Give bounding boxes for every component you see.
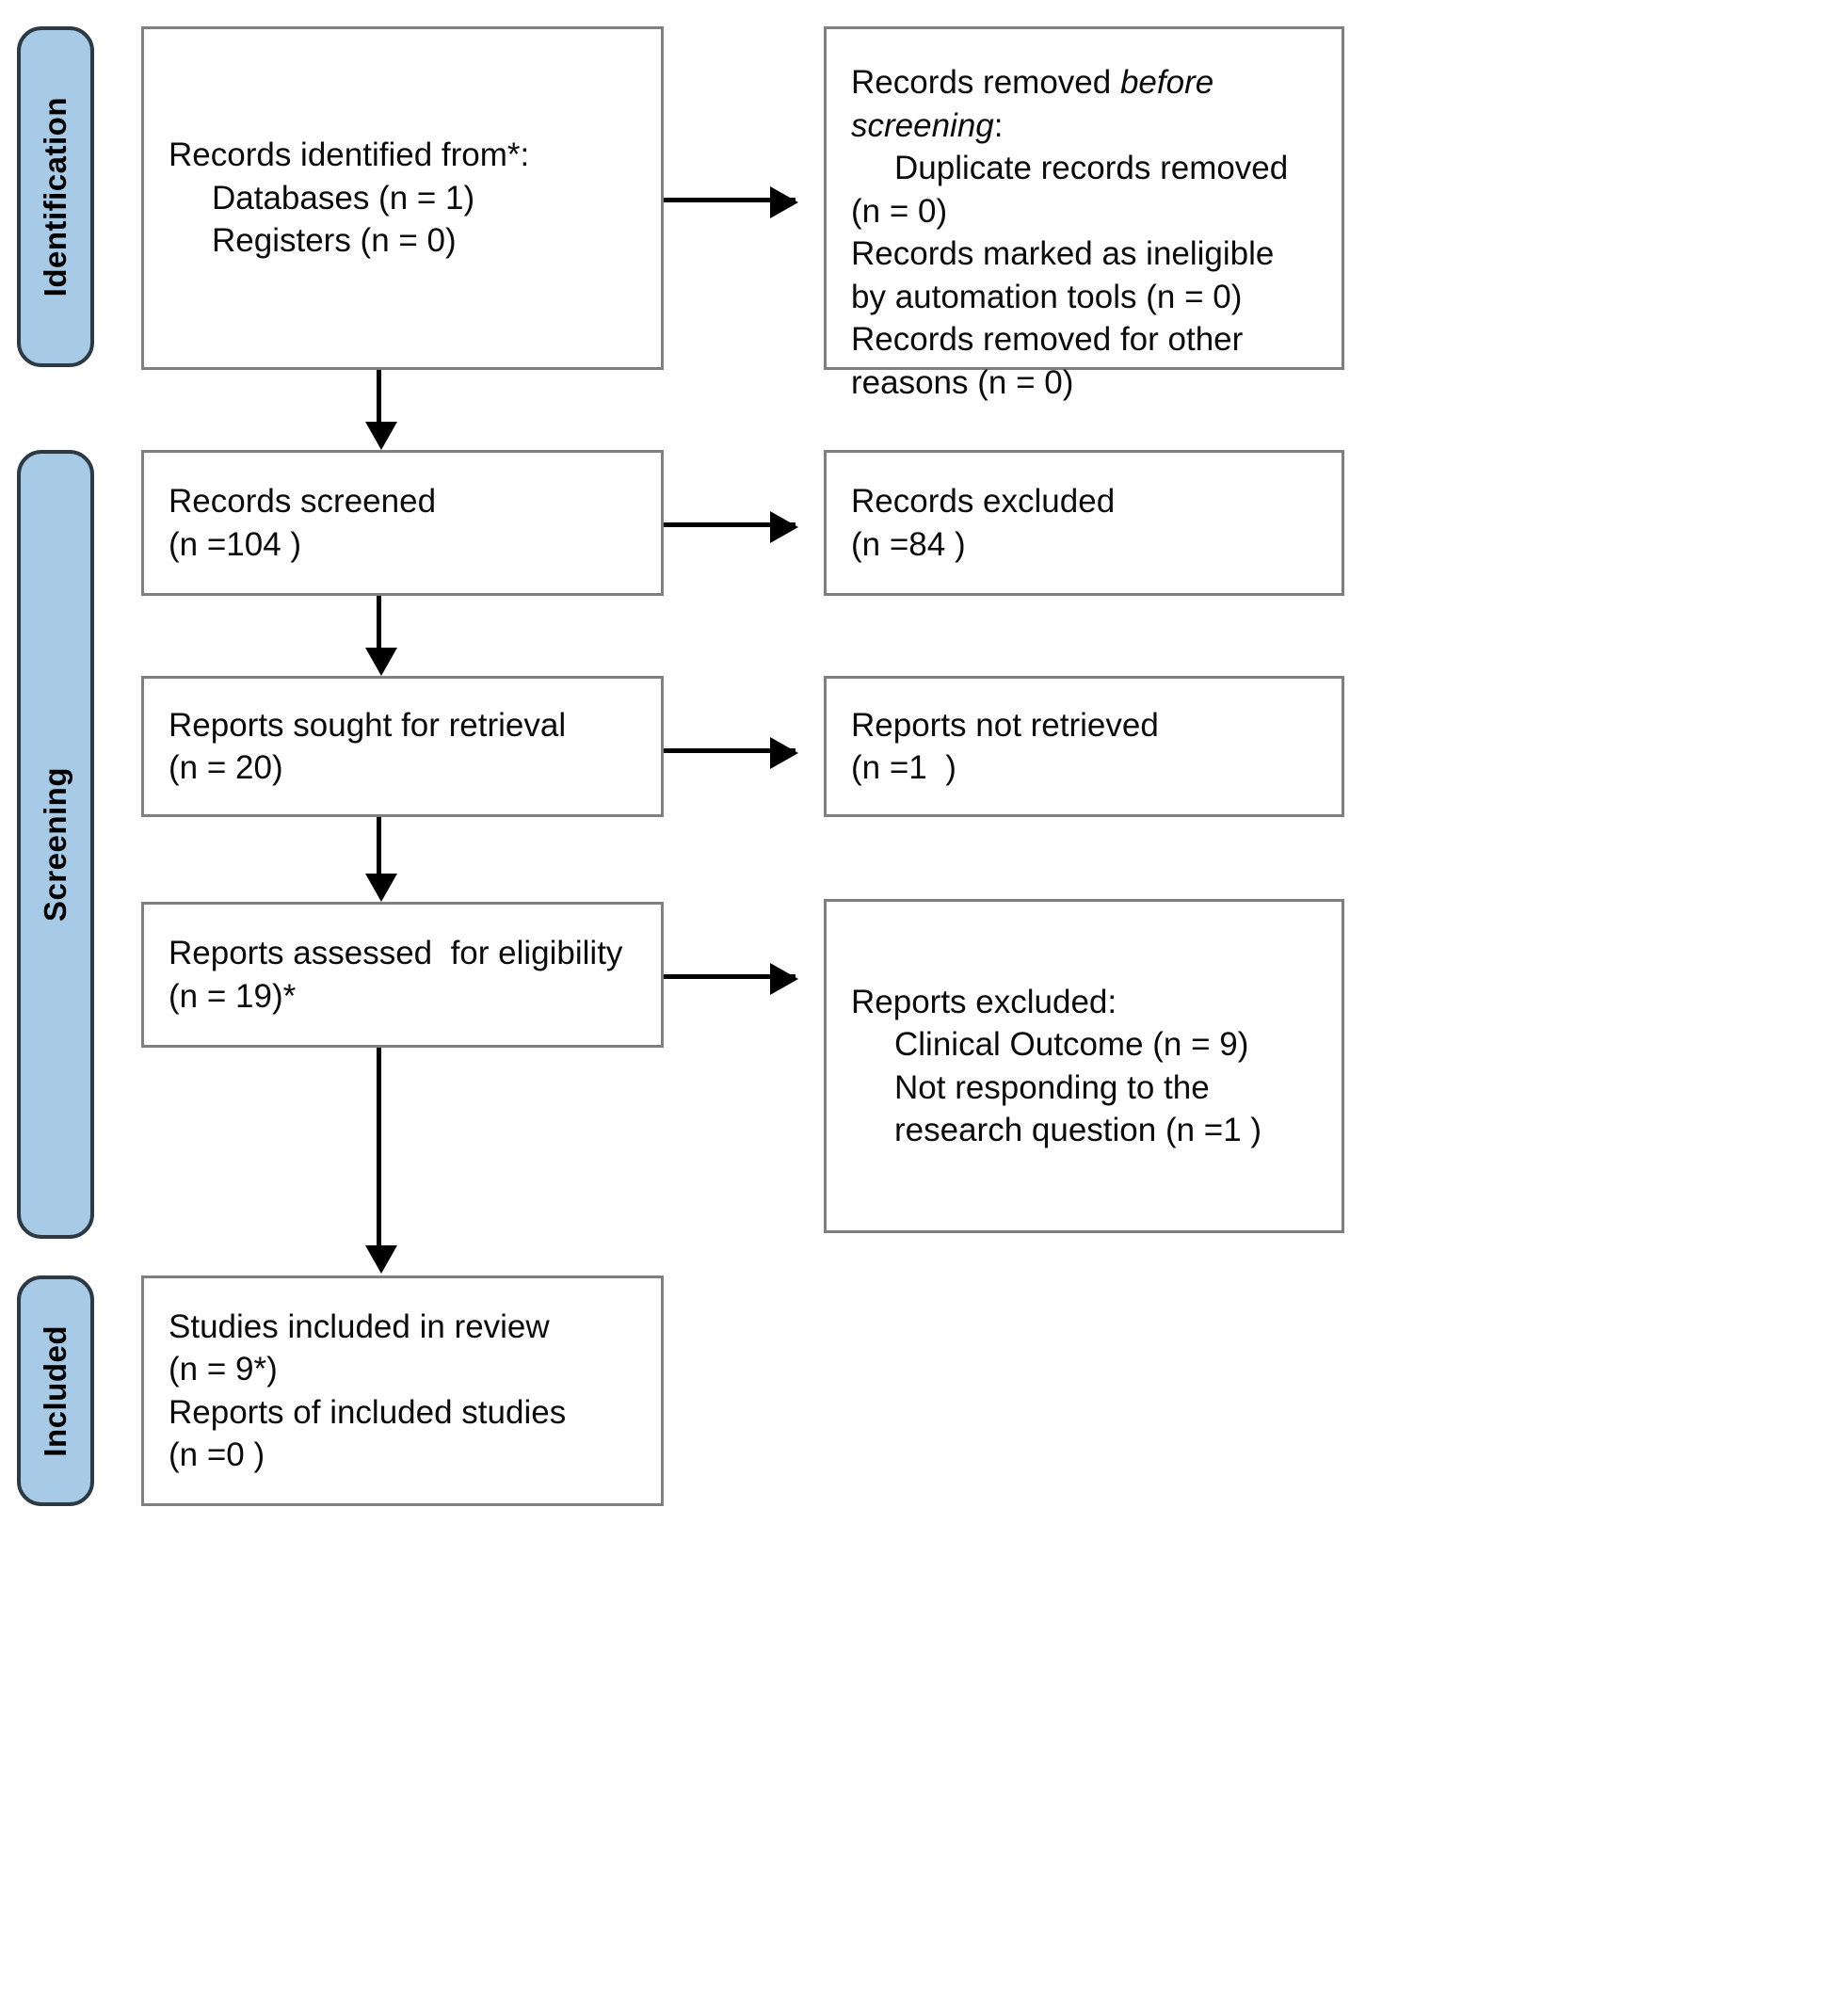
reports-excluded-line2: Clinical Outcome (n = 9) (894, 1026, 1249, 1063)
records-removed-line3: Duplicate records removed (894, 150, 1289, 186)
box-reports-not-retrieved-text: Reports not retrieved (n =1 ) (827, 704, 1183, 790)
reports-sought-line1: Reports sought for retrieval (169, 706, 567, 744)
reports-assessed-line1: Reports assessed for eligibility (169, 935, 623, 971)
reports-excluded-line3: Not responding to the (894, 1068, 1210, 1106)
box-records-identified: Records identified from*: Databases (n = … (141, 26, 664, 370)
arrow-sought-to-not-retrieved (664, 737, 798, 769)
phase-screening: Screening (17, 450, 94, 1239)
records-removed-line1-b: before (1119, 64, 1214, 101)
box-studies-included-text: Studies included in review (n = 9*) Report… (144, 1306, 590, 1477)
arrow-identified-to-removed (664, 186, 798, 218)
box-reports-excluded-text: Reports excluded: Clinical Outcome (n = 9… (827, 981, 1286, 1152)
box-records-excluded-text: Records excluded (n =84 ) (827, 480, 1139, 566)
studies-included-line2: (n = 9*) (169, 1351, 278, 1387)
box-reports-excluded: Reports excluded: Clinical Outcome (n = 9… (824, 899, 1344, 1233)
records-excluded-line2: (n =84 ) (851, 525, 966, 563)
box-reports-assessed-for-eligibility: Reports assessed for eligibility (n = 19)… (141, 902, 664, 1048)
studies-included-line1: Studies included in review (169, 1307, 550, 1345)
phase-included-label: Included (38, 1324, 72, 1457)
records-removed-line6: by automation tools (n = 0) (851, 278, 1243, 315)
records-removed-line2-c: : (993, 106, 1004, 144)
reports-assessed-line2: (n = 19)* (169, 977, 297, 1015)
box-records-removed-text: Records removed before screening: Duplicat… (827, 29, 1312, 404)
records-removed-line5: Records marked as ineligible (851, 235, 1275, 272)
phase-screening-label: Screening (38, 766, 72, 922)
reports-not-retrieved-line2: (n =1 ) (851, 749, 956, 786)
records-screened-line2: (n =104 ) (169, 525, 302, 563)
records-identified-line2: Databases (n = 1) (212, 179, 475, 217)
arrow-screened-to-sought (365, 596, 397, 676)
studies-included-line3: Reports of included studies (169, 1393, 567, 1431)
box-reports-sought-for-retrieval: Reports sought for retrieval (n = 20) (141, 676, 664, 817)
records-removed-line2-b: screening (851, 106, 994, 144)
records-removed-line8: reasons (n = 0) (851, 363, 1074, 401)
reports-excluded-line4: research question (n =1 ) (894, 1112, 1262, 1148)
records-excluded-line1: Records excluded (851, 483, 1116, 520)
reports-not-retrieved-line1: Reports not retrieved (851, 706, 1159, 744)
phase-identification-label: Identification (38, 96, 72, 297)
box-reports-assessed-text: Reports assessed for eligibility (n = 19)… (144, 932, 647, 1018)
reports-sought-line2: (n = 20) (169, 749, 283, 786)
records-removed-line7: Records removed for other (851, 321, 1244, 358)
phase-identification: Identification (17, 26, 94, 367)
box-reports-sought-text: Reports sought for retrieval (n = 20) (144, 704, 590, 790)
box-records-identified-text: Records identified from*: Databases (n = … (144, 134, 554, 263)
records-removed-line4: (n = 0) (851, 192, 948, 230)
arrow-assessed-to-studies-included (365, 1048, 397, 1274)
arrow-screened-to-excluded (664, 511, 798, 543)
box-records-removed-before-screening: Records removed before screening: Duplicat… (824, 26, 1344, 401)
studies-included-line4: (n =0 ) (169, 1436, 265, 1473)
reports-excluded-line1: Reports excluded: (851, 983, 1117, 1020)
box-records-screened-text: Records screened (n =104 ) (144, 480, 460, 566)
arrow-assessed-to-reports-excluded (664, 963, 798, 995)
records-identified-line3: Registers (n = 0) (212, 222, 457, 260)
box-records-screened: Records screened (n =104 ) (141, 450, 664, 596)
arrow-sought-to-assessed (365, 817, 397, 902)
box-records-excluded: Records excluded (n =84 ) (824, 450, 1344, 596)
phase-included: Included (17, 1275, 94, 1506)
records-removed-line1-a: Records removed (851, 64, 1120, 101)
records-screened-line1: Records screened (169, 483, 437, 520)
box-studies-included-in-review: Studies included in review (n = 9*) Report… (141, 1275, 664, 1506)
box-reports-not-retrieved: Reports not retrieved (n =1 ) (824, 676, 1344, 817)
arrow-identified-to-screened (365, 370, 397, 450)
records-identified-line1: Records identified from*: (169, 136, 530, 174)
